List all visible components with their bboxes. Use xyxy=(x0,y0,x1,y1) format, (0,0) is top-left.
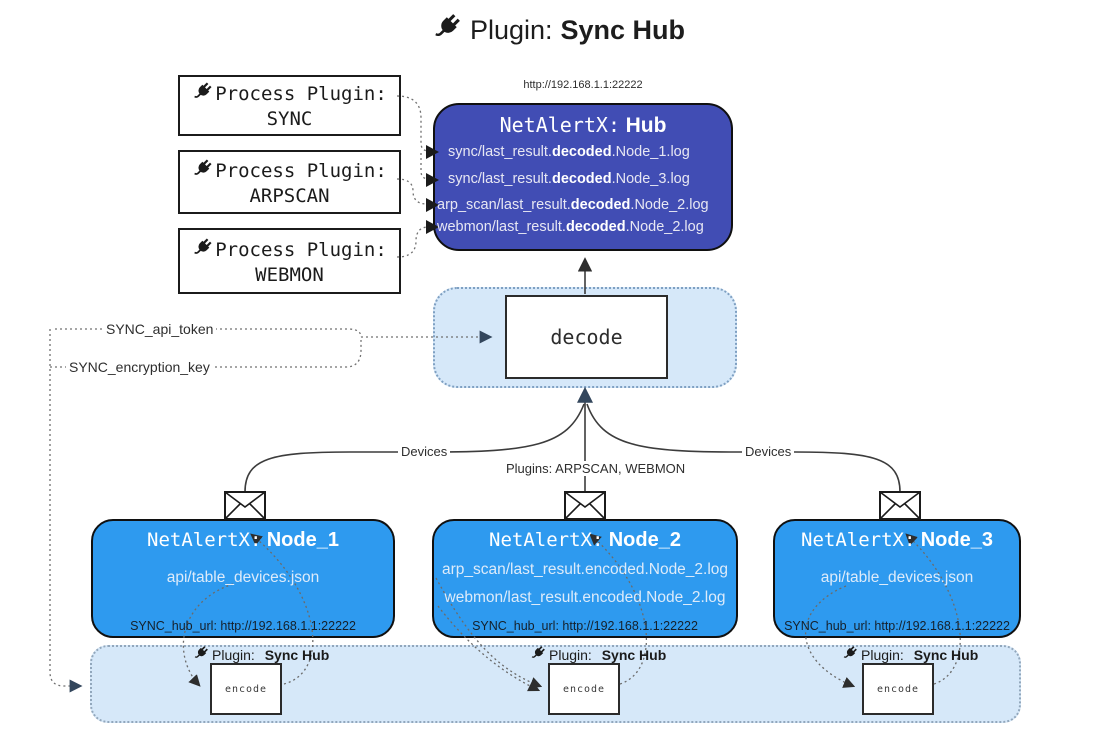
plug-icon xyxy=(530,645,546,664)
hub-file-row: sync/last_result.decoded.Node_3.log xyxy=(448,171,690,187)
process-plugin-name: WEBMON xyxy=(255,263,324,286)
plug-icon xyxy=(192,237,213,263)
process-plugin-sync: Process Plugin: SYNC xyxy=(178,75,401,136)
encoder-plugin-label: Plugin: Sync Hub xyxy=(842,645,978,664)
process-plugin-webmon: Process Plugin: WEBMON xyxy=(178,228,401,294)
edge-label-plugins: Plugins: ARPSCAN, WEBMON xyxy=(503,461,689,476)
node-2-hub-url: SYNC_hub_url: http://192.168.1.1:22222 xyxy=(472,619,698,633)
hub-file-row: webmon/last_result.decoded.Node_2.log xyxy=(437,219,704,235)
node-2-file: webmon/last_result.encoded.Node_2.log xyxy=(444,589,726,606)
plugin-to-hub-links xyxy=(396,95,430,258)
process-plugin-heading: Process Plugin: xyxy=(215,159,387,182)
node-1-title: NetAlertX: Node_1 xyxy=(147,529,339,551)
encode-box: encode xyxy=(548,663,620,715)
sync-api-token-label: SYNC_api_token xyxy=(103,321,217,337)
hub-title: NetAlertX: Hub xyxy=(433,113,733,138)
encoder-plugin-label: Plugin: Sync Hub xyxy=(530,645,666,664)
plug-icon xyxy=(842,645,858,664)
hub-title-name: Hub xyxy=(625,114,667,137)
hub-url: http://192.168.1.1:22222 xyxy=(523,79,643,91)
edge-label-devices-left: Devices xyxy=(398,444,451,459)
hub-file-row: sync/last_result.decoded.Node_1.log xyxy=(448,144,690,160)
process-plugin-name: ARPSCAN xyxy=(249,184,330,207)
process-plugin-arpscan: Process Plugin: ARPSCAN xyxy=(178,150,401,214)
encoder-plugin-label: Plugin: Sync Hub xyxy=(193,645,329,664)
node-3-hub-url: SYNC_hub_url: http://192.168.1.1:22222 xyxy=(784,619,1010,633)
node-2-file: arp_scan/last_result.encoded.Node_2.log xyxy=(441,561,729,578)
edge-label-devices-right: Devices xyxy=(742,444,795,459)
encode-box: encode xyxy=(210,663,282,715)
sync-encryption-key-label: SYNC_encryption_key xyxy=(66,359,213,375)
process-plugin-name: SYNC xyxy=(266,108,313,130)
hub-file-row: arp_scan/last_result.decoded.Node_2.log xyxy=(437,197,709,213)
node-3-file: api/table_devices.json xyxy=(820,569,974,586)
plug-icon xyxy=(192,81,213,107)
node-2-title: NetAlertX: Node_2 xyxy=(489,529,681,551)
page-title: Plugin: Sync Hub xyxy=(0,12,1117,49)
plug-icon xyxy=(192,158,213,184)
node-1-box xyxy=(91,519,395,638)
decode-box: decode xyxy=(505,295,668,379)
decode-label: decode xyxy=(550,325,623,349)
plug-icon xyxy=(193,645,209,664)
encode-box: encode xyxy=(862,663,934,715)
page-title-label: Plugin: xyxy=(469,15,553,45)
process-plugin-heading: Process Plugin: xyxy=(215,83,387,105)
hub-title-prefix: NetAlertX: xyxy=(499,113,621,137)
envelope-icon xyxy=(224,491,921,520)
process-plugin-heading: Process Plugin: xyxy=(215,238,387,261)
plug-icon xyxy=(432,12,462,49)
node-to-decode-curves xyxy=(244,386,901,493)
node-1-hub-url: SYNC_hub_url: http://192.168.1.1:22222 xyxy=(130,619,356,633)
node-3-title: NetAlertX: Node_3 xyxy=(801,529,993,551)
node-1-file: api/table_devices.json xyxy=(166,569,320,586)
hub-box xyxy=(433,103,733,251)
page-title-name: Sync Hub xyxy=(560,15,686,45)
